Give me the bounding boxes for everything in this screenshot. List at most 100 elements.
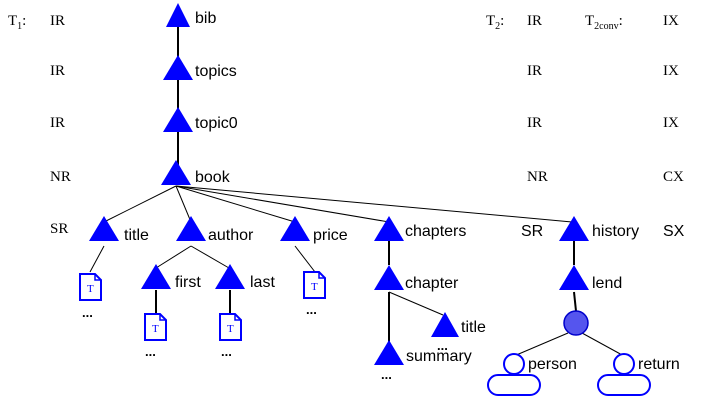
ellipsis: ... — [221, 344, 232, 359]
ellipsis: ... — [145, 344, 156, 359]
oval-icon — [613, 353, 635, 375]
triangle-icon — [163, 55, 193, 80]
triangle-icon — [374, 216, 404, 241]
oval-icon — [487, 374, 541, 396]
node-chapter-title: title — [431, 312, 486, 337]
t2-lock-history: SR — [521, 223, 543, 240]
edge-lend-anon — [573, 291, 577, 312]
node-summary: summary — [374, 340, 472, 365]
node-lend: lend — [559, 265, 622, 292]
node-return: return — [597, 353, 680, 396]
node-label: return — [638, 356, 680, 373]
edge-anon-return — [581, 332, 625, 357]
text-node-last: T — [219, 313, 242, 341]
t2-lock-column: T2: IR IR IR NR SR — [486, 13, 548, 240]
t2-lock-topics: IR — [527, 63, 542, 79]
node-topic0: topic0 — [163, 107, 238, 132]
document-glyph: T — [227, 323, 234, 335]
edge-price-text — [294, 245, 316, 273]
node-label: person — [528, 356, 577, 373]
node-topics: topics — [163, 55, 237, 80]
edge-book-title — [103, 185, 177, 223]
t2-lock-bib: IR — [527, 13, 542, 29]
node-title: title — [89, 216, 149, 244]
ellipsis: ... — [306, 302, 317, 317]
node-label: lend — [592, 275, 622, 292]
edge-anon-person — [513, 332, 569, 357]
text-node-first: T — [144, 313, 167, 341]
document-fold — [234, 314, 241, 321]
node-label: chapters — [405, 223, 466, 240]
triangle-icon — [176, 216, 206, 241]
filled-circle-icon — [563, 310, 589, 336]
node-chapters: chapters — [374, 216, 466, 241]
t2conv-lock-topics: IX — [663, 63, 679, 79]
triangle-icon — [89, 216, 119, 241]
node-label: title — [461, 319, 486, 336]
triangle-icon — [559, 216, 589, 241]
node-label: chapter — [405, 275, 459, 292]
node-label: price — [313, 227, 348, 244]
node-author: author — [176, 216, 254, 244]
node-book: book — [161, 160, 231, 186]
triangle-icon — [374, 265, 404, 290]
oval-icon — [503, 353, 525, 375]
text-node-title: T — [79, 273, 102, 301]
document-fold — [94, 274, 101, 281]
t1-lock-bib: IR — [50, 13, 65, 29]
node-price: price — [280, 216, 348, 244]
node-label: author — [208, 227, 254, 244]
triangle-icon — [161, 160, 191, 185]
document-glyph: T — [311, 281, 318, 293]
document-glyph: T — [152, 323, 159, 335]
triangle-icon — [163, 107, 193, 132]
edge-book-chapters — [175, 185, 390, 223]
t2conv-lock-bib: IX — [663, 13, 679, 29]
node-label: book — [195, 169, 231, 186]
t1-header: T1: — [8, 13, 26, 32]
t2conv-lock-history: SX — [663, 223, 685, 240]
document-glyph: T — [87, 283, 94, 295]
t2-lock-book: NR — [527, 169, 548, 185]
t1-lock-column: T1: IR IR IR NR SR — [8, 13, 71, 237]
ellipsis: ... — [381, 367, 392, 382]
tree-edges — [89, 22, 625, 357]
triangle-icon — [215, 264, 245, 289]
t2conv-lock-column: T2conv: IX IX IX CX SX — [585, 13, 685, 240]
node-history: history — [559, 216, 639, 241]
edge-book-history — [175, 185, 573, 223]
node-label: history — [592, 223, 639, 240]
document-fold — [159, 314, 166, 321]
triangle-icon — [431, 312, 459, 337]
node-last: last — [215, 264, 275, 291]
node-bib: bib — [166, 3, 216, 27]
t1-lock-children: SR — [50, 221, 68, 237]
document-fold — [318, 272, 325, 279]
node-first: first — [141, 264, 201, 291]
text-node-price: T — [303, 271, 326, 299]
ellipsis: ... — [82, 305, 93, 320]
t1-lock-book: NR — [50, 169, 71, 185]
t2conv-lock-topic0: IX — [663, 115, 679, 131]
node-label: topics — [195, 63, 237, 80]
t2-lock-topic0: IR — [527, 115, 542, 131]
node-chapter: chapter — [374, 265, 459, 292]
triangle-icon — [280, 216, 310, 241]
t2conv-lock-book: CX — [663, 169, 684, 185]
edge-book-author — [175, 185, 192, 223]
oval-icon — [597, 374, 651, 396]
node-label: topic0 — [195, 115, 238, 132]
node-label: bib — [195, 10, 216, 27]
t2-header: T2: — [486, 13, 504, 32]
triangle-icon — [374, 340, 404, 365]
triangle-icon — [141, 264, 171, 289]
node-label: title — [124, 227, 149, 244]
edge-chapter-title — [388, 291, 444, 316]
edge-title-text — [89, 245, 105, 273]
t2conv-header: T2conv: — [585, 13, 623, 32]
t1-lock-topics: IR — [50, 63, 65, 79]
edge-author-first — [155, 245, 192, 269]
node-label: summary — [406, 348, 472, 365]
node-label: first — [175, 274, 201, 291]
